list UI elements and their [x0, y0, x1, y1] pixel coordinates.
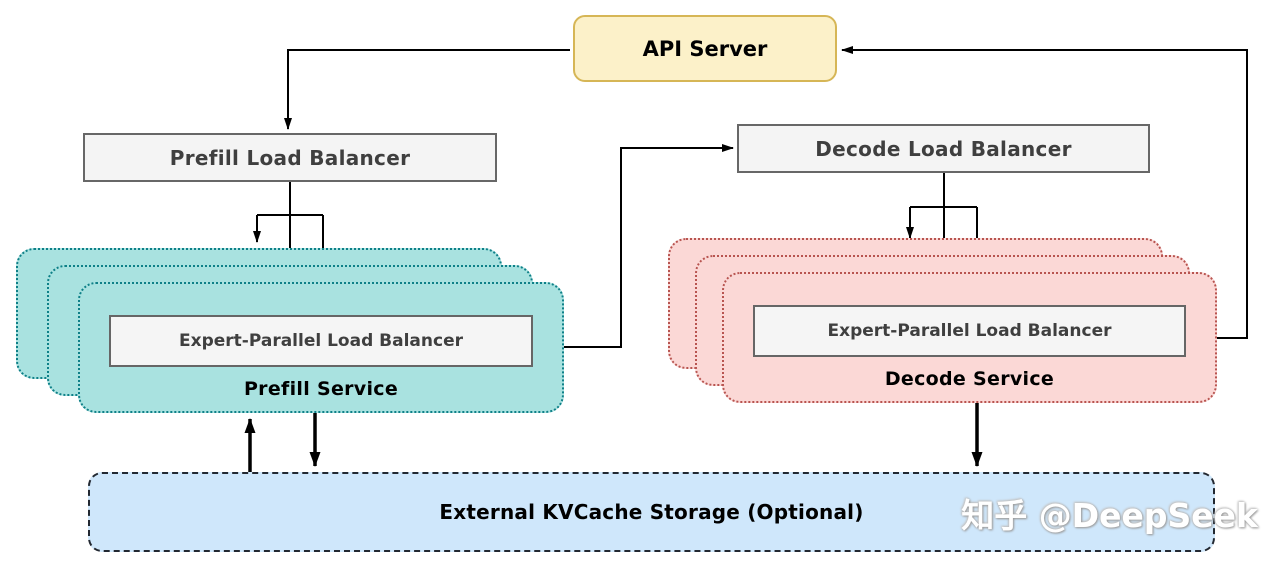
prefill-service-card-front: Expert-Parallel Load Balancer Prefill Se…	[78, 282, 564, 413]
kvcache-storage-label: External KVCache Storage (Optional)	[439, 500, 864, 524]
prefill-load-balancer-label: Prefill Load Balancer	[169, 145, 411, 170]
decode-load-balancer-label: Decode Load Balancer	[815, 136, 1072, 161]
kvcache-storage-node: External KVCache Storage (Optional)	[88, 472, 1215, 552]
prefill-service-label: Prefill Service	[243, 378, 399, 400]
decode-load-balancer-node: Decode Load Balancer	[737, 124, 1150, 173]
prefill-service-stack: Expert-Parallel Load Balancer Prefill Se…	[16, 248, 564, 413]
prefill-load-balancer-node: Prefill Load Balancer	[83, 133, 497, 182]
arrow-api-to-prefill-lb	[284, 49, 570, 130]
decode-expert-parallel-lb-label: Expert-Parallel Load Balancer	[827, 321, 1112, 341]
api-server-label: API Server	[642, 36, 768, 61]
prefill-expert-parallel-lb-label: Expert-Parallel Load Balancer	[179, 331, 463, 351]
decode-service-stack: Expert-Parallel Load Balancer Decode Ser…	[668, 238, 1217, 403]
prefill-expert-parallel-lb-node: Expert-Parallel Load Balancer	[109, 315, 533, 367]
decode-service-card-front: Expert-Parallel Load Balancer Decode Ser…	[722, 272, 1217, 403]
decode-expert-parallel-lb-node: Expert-Parallel Load Balancer	[753, 305, 1186, 357]
decode-service-label: Decode Service	[884, 368, 1055, 390]
api-server-node: API Server	[573, 15, 837, 82]
